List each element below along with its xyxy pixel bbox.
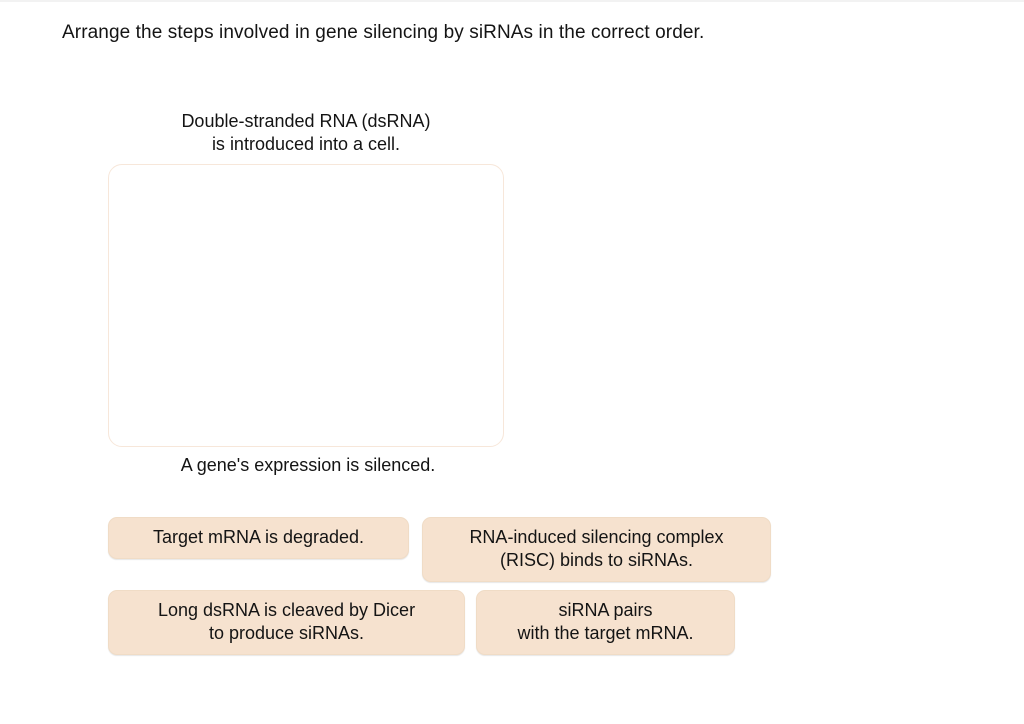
ordering-area: Double-stranded RNA (dsRNA) is introduce… bbox=[108, 110, 504, 477]
answer-tile-row-2: Long dsRNA is cleaved by Dicer to produc… bbox=[108, 590, 808, 655]
question-prompt: Arrange the steps involved in gene silen… bbox=[62, 22, 705, 43]
answer-tile-target-mrna-degraded[interactable]: Target mRNA is degraded. bbox=[108, 517, 409, 559]
answer-tile-row-1: Target mRNA is degraded. RNA-induced sil… bbox=[108, 517, 808, 582]
answer-tile-sirna-pairs-mrna[interactable]: siRNA pairs with the target mRNA. bbox=[476, 590, 735, 655]
drop-zone-bottom-caption: A gene's expression is silenced. bbox=[180, 455, 436, 475]
answer-tile-risc-binds-sirnas[interactable]: RNA-induced silencing complex (RISC) bin… bbox=[422, 517, 771, 582]
answer-tile-dicer-cleaves-dsrna[interactable]: Long dsRNA is cleaved by Dicer to produc… bbox=[108, 590, 465, 655]
drop-zone-top-caption: Double-stranded RNA (dsRNA) is introduce… bbox=[181, 111, 431, 154]
drop-zone[interactable] bbox=[108, 164, 504, 447]
answer-tile-bank: Target mRNA is degraded. RNA-induced sil… bbox=[108, 517, 808, 655]
top-edge-hairline bbox=[0, 0, 1024, 2]
